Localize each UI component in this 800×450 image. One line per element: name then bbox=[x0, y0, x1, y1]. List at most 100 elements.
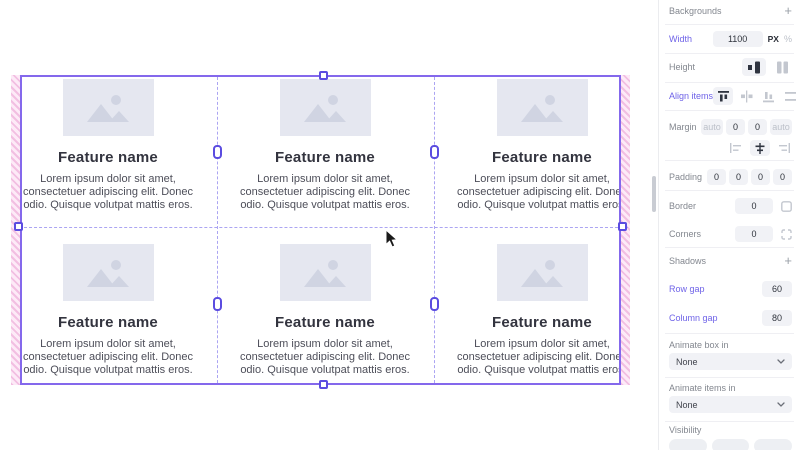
unit-px-button[interactable]: PX bbox=[767, 34, 779, 44]
row-gap-label[interactable]: Row gap bbox=[669, 284, 705, 294]
feature-body: Lorem ipsum dolor sit amet, consectetuer… bbox=[240, 338, 410, 376]
width-input[interactable]: 1100 bbox=[712, 31, 763, 47]
corner-radius-input[interactable]: 0 bbox=[735, 226, 773, 242]
divider bbox=[665, 377, 794, 378]
column-gap-input[interactable]: 80 bbox=[762, 310, 792, 326]
corners-label: Corners bbox=[669, 229, 702, 239]
animate-box-in-label: Animate box in bbox=[669, 340, 729, 350]
column-gap-handle[interactable] bbox=[213, 145, 222, 159]
feature-title: Feature name bbox=[58, 314, 158, 331]
shadows-label: Shadows bbox=[669, 256, 707, 266]
feature-title: Feature name bbox=[58, 149, 158, 166]
column-gap-handle[interactable] bbox=[213, 297, 222, 311]
feature-title: Feature name bbox=[492, 149, 592, 166]
divider bbox=[665, 82, 794, 83]
feature-title: Feature name bbox=[275, 314, 375, 331]
divider bbox=[665, 247, 794, 248]
padding-bottom-input[interactable]: 0 bbox=[751, 169, 770, 185]
feature-card[interactable]: Feature name Lorem ipsum dolor sit amet,… bbox=[225, 79, 425, 212]
unit-percent-button[interactable]: % bbox=[783, 34, 792, 44]
justify-center-icon[interactable] bbox=[750, 140, 770, 156]
backgrounds-label: Backgrounds bbox=[669, 6, 722, 16]
align-items-label[interactable]: Align items bbox=[669, 91, 714, 101]
image-icon bbox=[521, 94, 563, 122]
feature-card[interactable]: Feature name Lorem ipsum dolor sit amet,… bbox=[22, 244, 208, 377]
height-hug-button[interactable] bbox=[742, 58, 766, 76]
resize-handle-right[interactable] bbox=[618, 222, 627, 231]
feature-title: Feature name bbox=[492, 314, 592, 331]
resize-handle-top[interactable] bbox=[319, 71, 328, 80]
corners-icon[interactable] bbox=[781, 228, 792, 240]
feature-body: Lorem ipsum dolor sit amet, consectetuer… bbox=[23, 338, 193, 376]
image-placeholder bbox=[62, 244, 154, 301]
padding-top-input[interactable]: 0 bbox=[707, 169, 726, 185]
add-background-button plus-icon[interactable]: + bbox=[784, 3, 792, 18]
divider bbox=[665, 333, 794, 334]
image-placeholder bbox=[496, 244, 588, 301]
image-icon bbox=[521, 259, 563, 287]
column-gap-handle[interactable] bbox=[430, 145, 439, 159]
align-stretch-button[interactable] bbox=[781, 87, 799, 105]
column-gap-handle[interactable] bbox=[430, 297, 439, 311]
width-label[interactable]: Width bbox=[669, 34, 693, 44]
feature-grid: Feature name Lorem ipsum dolor sit amet,… bbox=[22, 77, 619, 383]
animate-items-in-label: Animate items in bbox=[669, 383, 736, 393]
visibility-label: Visibility bbox=[669, 425, 702, 435]
divider bbox=[665, 53, 794, 54]
justify-left-icon[interactable] bbox=[728, 141, 744, 155]
feature-body: Lorem ipsum dolor sit amet, consectetuer… bbox=[23, 173, 193, 211]
visibility-mobile-button[interactable] bbox=[754, 439, 793, 450]
align-bottom-button[interactable] bbox=[759, 87, 777, 105]
image-placeholder bbox=[279, 244, 371, 301]
margin-label: Margin bbox=[669, 122, 697, 132]
margin-bottom-input[interactable]: 0 bbox=[748, 119, 767, 135]
properties-panel: Backgrounds + Width 1100 PX % Height bbox=[658, 0, 800, 450]
feature-card[interactable]: Feature name Lorem ipsum dolor sit amet,… bbox=[442, 244, 619, 377]
border-sides-icon[interactable] bbox=[781, 200, 792, 212]
align-center-button[interactable] bbox=[737, 87, 755, 105]
column-gap-label[interactable]: Column gap bbox=[669, 313, 718, 323]
margin-right-input[interactable]: auto bbox=[770, 119, 792, 135]
height-fill-button[interactable] bbox=[772, 58, 792, 76]
feature-body: Lorem ipsum dolor sit amet, consectetuer… bbox=[457, 338, 619, 376]
animate-items-in-select[interactable]: None bbox=[669, 396, 792, 413]
divider bbox=[665, 110, 794, 111]
margin-left-input[interactable]: auto bbox=[701, 119, 723, 135]
feature-card[interactable]: Feature name Lorem ipsum dolor sit amet,… bbox=[22, 79, 208, 212]
height-label: Height bbox=[669, 62, 696, 72]
image-icon bbox=[304, 259, 346, 287]
row-gap-input[interactable]: 60 bbox=[762, 281, 792, 297]
border-label: Border bbox=[669, 201, 697, 211]
chevron-down-icon bbox=[777, 402, 785, 407]
resize-handle-left[interactable] bbox=[14, 222, 23, 231]
animate-box-in-select[interactable]: None bbox=[669, 353, 792, 370]
chevron-down-icon bbox=[777, 359, 785, 364]
padding-right-input[interactable]: 0 bbox=[729, 169, 748, 185]
padding-label: Padding bbox=[669, 172, 703, 182]
feature-body: Lorem ipsum dolor sit amet, consectetuer… bbox=[240, 173, 410, 211]
feature-card[interactable]: Feature name Lorem ipsum dolor sit amet,… bbox=[225, 244, 425, 377]
feature-body: Lorem ipsum dolor sit amet, consectetuer… bbox=[457, 173, 619, 211]
align-top-button[interactable] bbox=[713, 87, 734, 105]
animate-box-in-value: None bbox=[676, 356, 698, 367]
justify-right-icon[interactable] bbox=[776, 141, 792, 155]
panel-scrollbar[interactable] bbox=[652, 176, 656, 212]
border-width-input[interactable]: 0 bbox=[735, 198, 773, 214]
resize-handle-bottom[interactable] bbox=[319, 380, 328, 389]
add-shadow-button plus-icon[interactable]: + bbox=[784, 253, 792, 268]
visibility-desktop-button[interactable] bbox=[669, 439, 707, 450]
padding-left-input[interactable]: 0 bbox=[773, 169, 792, 185]
image-placeholder bbox=[496, 79, 588, 136]
divider bbox=[665, 190, 794, 191]
divider bbox=[665, 421, 794, 422]
feature-card[interactable]: Feature name Lorem ipsum dolor sit amet,… bbox=[442, 79, 619, 212]
image-icon bbox=[87, 259, 129, 287]
visibility-tablet-button[interactable] bbox=[711, 439, 750, 450]
divider bbox=[665, 24, 794, 25]
image-icon bbox=[87, 94, 129, 122]
animate-items-in-value: None bbox=[676, 399, 698, 410]
margin-top-input[interactable]: 0 bbox=[726, 119, 745, 135]
design-canvas[interactable]: Feature name Lorem ipsum dolor sit amet,… bbox=[0, 0, 658, 450]
feature-title: Feature name bbox=[275, 149, 375, 166]
